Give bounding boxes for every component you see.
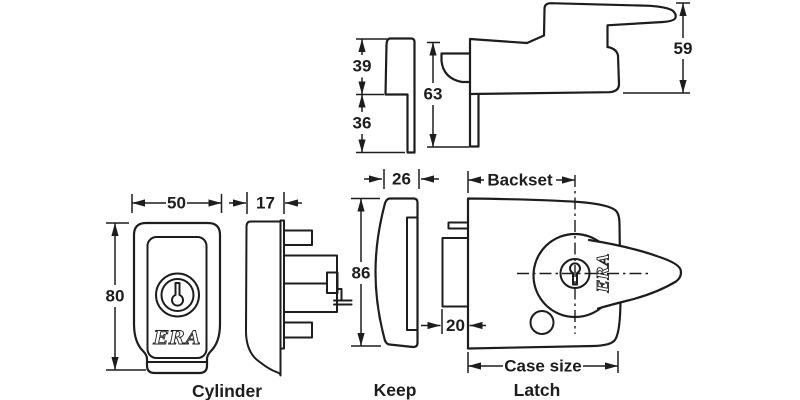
label-keep: Keep (374, 380, 417, 400)
cylinder-ring-inner (160, 278, 195, 312)
cylinder-outline (132, 221, 222, 375)
dim-label-backset: Backset (487, 171, 553, 190)
centerlines (517, 175, 649, 334)
latch-plan-foot (468, 92, 480, 148)
side-face-profile (245, 220, 282, 377)
side-top-lug (283, 229, 313, 246)
latch-plan-handle (525, 2, 677, 49)
latch-plan-case (468, 37, 621, 96)
dim-label-17: 17 (256, 194, 275, 213)
dim-50: 50 (131, 194, 223, 213)
latch-top-lug (447, 221, 469, 230)
dim-80: 80 (106, 222, 146, 371)
cylinder-face-plate (146, 236, 208, 359)
dim-label-20: 20 (446, 316, 465, 335)
latch-bolt (441, 237, 469, 308)
dim-17: 17 (229, 192, 302, 214)
cylinder-ring-outer (155, 272, 200, 318)
dim-label-86: 86 (352, 264, 371, 283)
dim-label-26: 26 (392, 170, 411, 189)
side-bottom-lug (283, 321, 313, 339)
dim-label-59: 59 (674, 39, 693, 58)
latch-plan-bolt (440, 52, 472, 84)
latch-plan-view: 63 59 (424, 2, 693, 148)
latch-fixing-hole (529, 310, 555, 335)
dim-case-size: Case size (467, 351, 619, 376)
keep-plan-view: 39 36 (353, 37, 416, 154)
dim-59: 59 (623, 2, 693, 94)
dim-label-39: 39 (353, 57, 372, 76)
dim-36: 36 (353, 94, 372, 153)
side-spindle-tail (333, 288, 353, 306)
dim-86: 86 (351, 197, 381, 347)
dim-label-50: 50 (167, 194, 186, 213)
dim-20: 20 (421, 309, 486, 335)
keep-outline (374, 197, 419, 349)
side-cam (326, 271, 339, 294)
keyhole-icon (171, 282, 184, 307)
latch-front-view: ERA Backset Case size 20 (421, 171, 683, 376)
latch-case-outline (466, 197, 622, 350)
dim-label-80: 80 (106, 287, 125, 306)
latch-handle-outline (587, 238, 683, 310)
cylinder-side-view: 17 (229, 192, 353, 377)
dim-26: 26 (364, 169, 439, 189)
dim-63: 63 (424, 41, 469, 148)
dim-39: 39 (353, 38, 405, 154)
keep-plan-outline (384, 37, 416, 154)
latch-keyhole-icon (569, 262, 581, 286)
label-cylinder: Cylinder (192, 381, 262, 400)
cylinder-front-view: ERA 50 80 (106, 194, 223, 375)
label-latch: Latch (514, 380, 561, 400)
keep-front-view: 86 26 (351, 169, 439, 349)
keep-box-recess (406, 216, 419, 331)
era-logo-cylinder: ERA (152, 327, 201, 349)
dim-backset: Backset (467, 171, 575, 193)
dim-label-36: 36 (353, 114, 372, 133)
dim-label-case-size: Case size (504, 357, 582, 376)
side-back-plate (279, 219, 285, 350)
dim-label-63: 63 (424, 85, 443, 104)
